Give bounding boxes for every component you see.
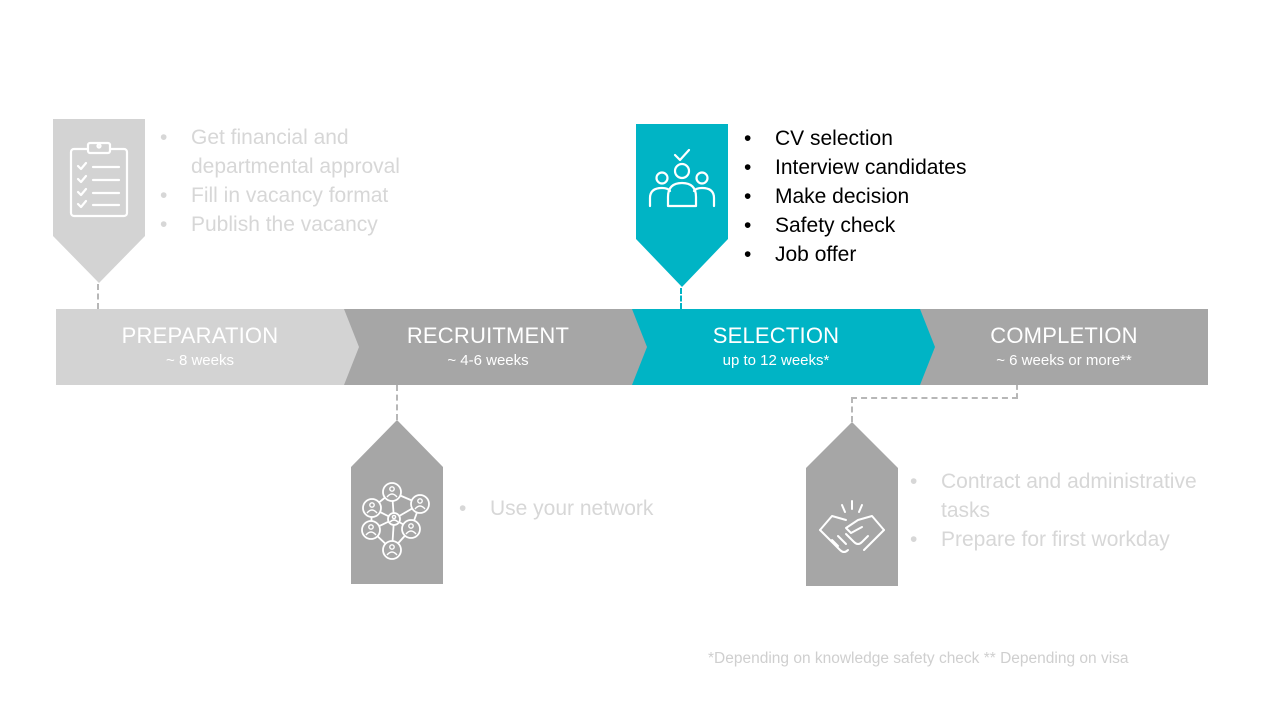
list-item: Get financial and departmental approval <box>160 123 460 181</box>
team-check-icon <box>648 148 716 208</box>
list-item: Make decision <box>744 182 1044 211</box>
phase-selection-duration: up to 12 weeks* <box>722 352 830 369</box>
list-item: Prepare for first workday <box>910 525 1210 554</box>
phase-recruitment: RECRUITMENT ~ 4-6 weeks <box>344 309 632 385</box>
phase-preparation-name: PREPARATION <box>121 323 279 348</box>
list-item: Contract and administrative tasks <box>910 467 1210 525</box>
selection-segment <box>624 309 935 385</box>
list-item: Use your network <box>459 494 719 523</box>
recruitment-task-list: Use your network <box>459 494 719 523</box>
handshake-icon <box>819 500 885 553</box>
clipboard-checklist-icon <box>69 141 129 218</box>
preparation-connector <box>97 284 99 309</box>
completion-task-list: Contract and administrative tasks Prepar… <box>910 467 1210 554</box>
recruitment-connector <box>396 385 398 420</box>
phase-preparation: PREPARATION ~ 8 weeks <box>56 309 344 385</box>
preparation-callout <box>53 119 145 283</box>
selection-task-list: CV selection Interview candidates Make d… <box>744 124 1044 269</box>
list-item: Interview candidates <box>744 153 1044 182</box>
phase-recruitment-duration: ~ 4-6 weeks <box>447 352 529 369</box>
footnote: *Depending on knowledge safety check ** … <box>708 650 1129 667</box>
list-item: Fill in vacancy format <box>160 181 460 210</box>
phase-preparation-duration: ~ 8 weeks <box>166 352 234 369</box>
phase-completion-duration: ~ 6 weeks or more** <box>996 352 1132 369</box>
completion-connector-drop <box>851 397 853 422</box>
preparation-segment <box>56 309 359 385</box>
phase-completion-name: COMPLETION <box>990 323 1138 348</box>
recruitment-callout <box>351 420 443 584</box>
list-item: CV selection <box>744 124 1044 153</box>
network-people-icon <box>361 482 430 560</box>
selection-connector <box>680 288 682 309</box>
phase-selection: SELECTION up to 12 weeks* <box>632 309 920 385</box>
list-item: Publish the vacancy <box>160 210 460 239</box>
completion-segment <box>912 309 1208 385</box>
completion-connector-horizontal <box>851 397 1018 399</box>
phase-selection-name: SELECTION <box>712 323 840 348</box>
list-item: Job offer <box>744 240 1044 269</box>
preparation-task-list: Get financial and departmental approval … <box>160 123 460 239</box>
phase-recruitment-name: RECRUITMENT <box>406 323 570 348</box>
recruitment-segment <box>336 309 647 385</box>
phase-completion: COMPLETION ~ 6 weeks or more** <box>920 309 1208 385</box>
completion-connector-vertical <box>1016 385 1018 398</box>
list-item: Safety check <box>744 211 1044 240</box>
